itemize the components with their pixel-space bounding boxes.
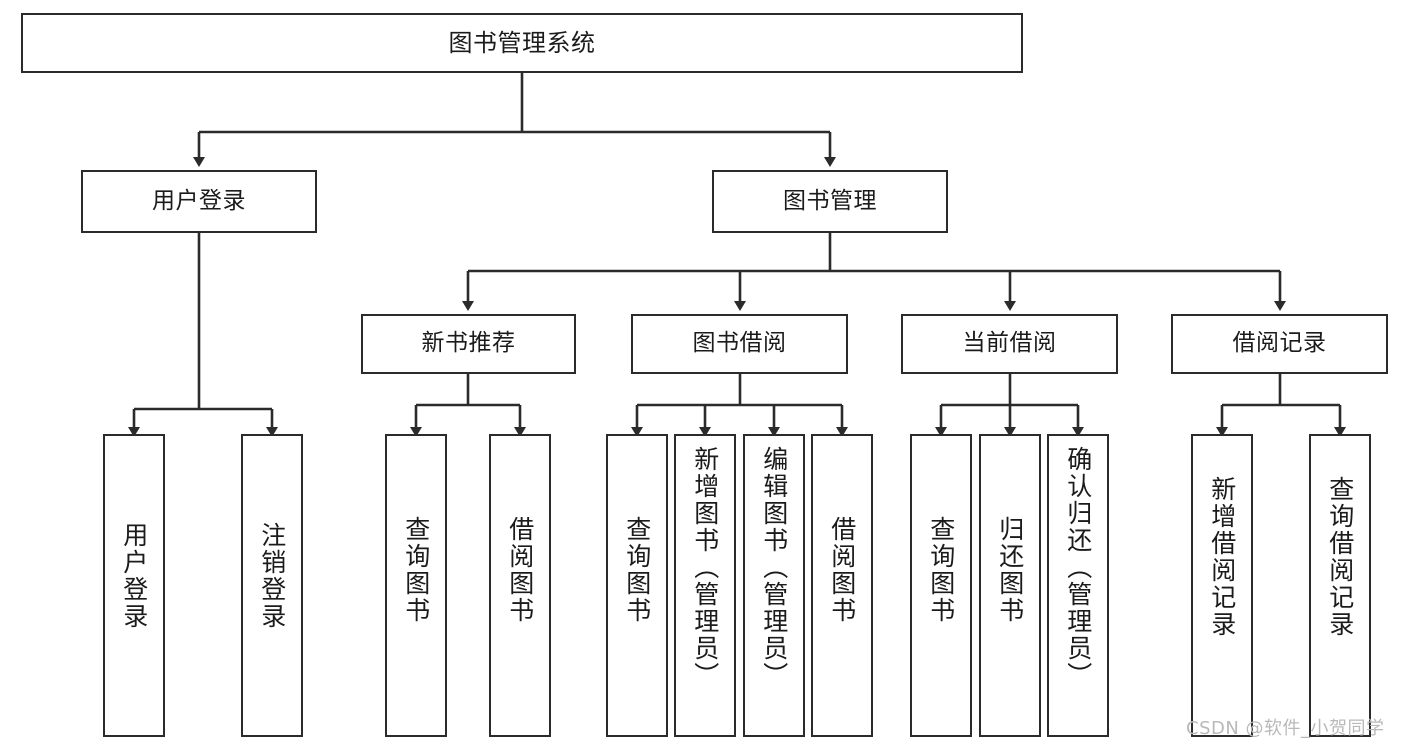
node-label: 当前借阅: [962, 330, 1057, 357]
node-label: 新增图书（管理员）: [690, 446, 720, 689]
node-label: 用户登录: [119, 522, 149, 630]
node-label: 编辑图书（管理员）: [759, 446, 789, 689]
leaf-bb-query-book[interactable]: 查询图书: [606, 434, 668, 737]
node-new-book-recommend[interactable]: 新书推荐: [361, 314, 576, 374]
node-book-management[interactable]: 图书管理: [712, 170, 948, 233]
leaf-cb-return-book[interactable]: 归还图书: [979, 434, 1041, 737]
node-book-borrow[interactable]: 图书借阅: [631, 314, 848, 374]
node-label: 查询图书: [622, 516, 652, 624]
node-label: 确认归还（管理员）: [1063, 446, 1093, 689]
node-current-borrow[interactable]: 当前借阅: [901, 314, 1118, 374]
leaf-rec-query-record[interactable]: 查询借阅记录: [1309, 434, 1371, 737]
node-label: 归还图书: [995, 516, 1025, 624]
leaf-cb-confirm-return-admin[interactable]: 确认归还（管理员）: [1047, 434, 1109, 737]
node-label: 借阅图书: [827, 516, 857, 624]
leaf-nb-borrow-book[interactable]: 借阅图书: [489, 434, 551, 737]
leaf-rec-add-record[interactable]: 新增借阅记录: [1191, 434, 1253, 737]
leaf-logout[interactable]: 注销登录: [241, 434, 303, 737]
leaf-user-login[interactable]: 用户登录: [103, 434, 165, 737]
node-user-login[interactable]: 用户登录: [81, 170, 317, 233]
node-label: 图书管理系统: [448, 28, 596, 57]
node-label: 图书管理: [783, 187, 877, 214]
node-borrow-records[interactable]: 借阅记录: [1171, 314, 1388, 374]
leaf-bb-borrow-book[interactable]: 借阅图书: [811, 434, 873, 737]
leaf-bb-add-book-admin[interactable]: 新增图书（管理员）: [674, 434, 736, 737]
node-label: 图书借阅: [692, 330, 787, 357]
node-label: 查询图书: [926, 516, 956, 624]
leaf-nb-query-book[interactable]: 查询图书: [385, 434, 447, 737]
node-label: 用户登录: [152, 187, 246, 214]
node-label: 注销登录: [257, 522, 287, 630]
node-label: 借阅图书: [505, 516, 535, 624]
node-label: 查询借阅记录: [1325, 476, 1355, 638]
node-root-system[interactable]: 图书管理系统: [21, 13, 1023, 73]
leaf-bb-edit-book-admin[interactable]: 编辑图书（管理员）: [743, 434, 805, 737]
node-label: 新书推荐: [421, 330, 516, 357]
node-label: 查询图书: [401, 516, 431, 624]
node-label: 借阅记录: [1232, 330, 1327, 357]
node-label: 新增借阅记录: [1207, 476, 1237, 638]
leaf-cb-query-book[interactable]: 查询图书: [910, 434, 972, 737]
